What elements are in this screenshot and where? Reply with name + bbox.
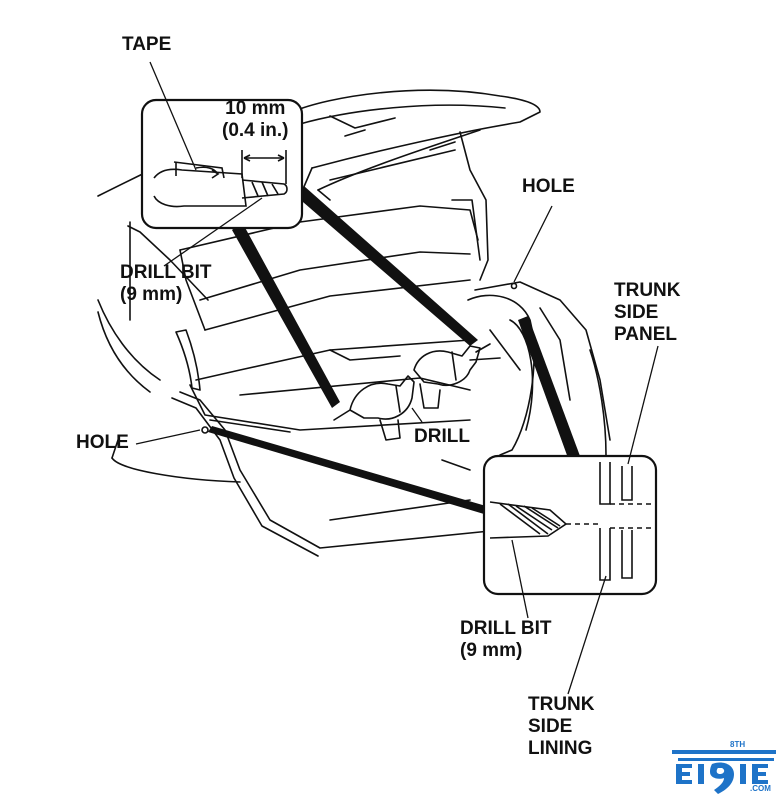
leader-drill-bit-bottom: [511, 539, 529, 619]
label-trunk-side-panel: TRUNK SIDE PANEL: [614, 280, 681, 346]
logo-domain: .COM: [750, 784, 771, 793]
label-drill-bit-left: DRILL BIT (9 mm): [120, 262, 211, 306]
leader-hole-top: [513, 205, 553, 283]
label-trunk-side-lining: TRUNK SIDE LINING: [528, 694, 595, 760]
label-hole-top: HOLE: [522, 176, 575, 197]
drill-bit-bottom-line1: DRILL BIT: [460, 618, 552, 639]
logo-superscript: 8TH: [730, 740, 746, 749]
measurement-in: (0.4 in.): [222, 120, 289, 141]
trunk-side-panel-line2: SIDE: [614, 302, 659, 323]
drill-bit-bottom-line2: (9 mm): [460, 640, 523, 661]
callout-wedges: [208, 186, 580, 514]
hole-left-marker: [201, 426, 209, 434]
trunk-side-lining-line1: TRUNK: [528, 694, 595, 715]
logo-graphic: [672, 750, 776, 794]
drill-upper: [413, 343, 491, 409]
drill-bit-left-line1: DRILL BIT: [120, 262, 212, 283]
leader-drill-bit-left: [163, 197, 263, 267]
leader-lines: [135, 61, 659, 695]
leader-tape: [149, 61, 197, 171]
trunk-interior: [179, 205, 535, 471]
leader-drill: [411, 407, 423, 423]
label-measurement: 10 mm (0.4 in.): [222, 98, 289, 142]
leader-trunk-side-lining: [567, 575, 607, 695]
inset-panel-drawing: [489, 462, 656, 581]
measurement-mm: 10 mm: [225, 98, 286, 119]
drill-lower: [333, 375, 415, 441]
trunk-side-lining-line2: SIDE: [528, 716, 573, 737]
trunk-side-lining-line3: LINING: [528, 738, 593, 759]
leader-trunk-side-panel: [627, 345, 659, 465]
hole-top-marker: [510, 282, 518, 290]
trunk-side-panel-line3: PANEL: [614, 324, 677, 345]
label-drill-bit-bottom: DRILL BIT (9 mm): [460, 618, 551, 662]
label-drill: DRILL: [414, 426, 470, 447]
site-logo: 8TH .COM: [668, 738, 780, 796]
label-tape: TAPE: [122, 34, 172, 55]
leader-hole-left: [135, 429, 201, 445]
inset-trunk-panel-detail: [482, 454, 658, 596]
trunk-hinge: [175, 329, 201, 391]
drill-bit-left-line2: (9 mm): [120, 284, 183, 305]
inset-tape-drawing: [153, 150, 288, 208]
trunk-lid: [291, 89, 541, 281]
trunk-side-panel-line1: TRUNK: [614, 280, 681, 301]
label-hole-left: HOLE: [76, 432, 129, 453]
